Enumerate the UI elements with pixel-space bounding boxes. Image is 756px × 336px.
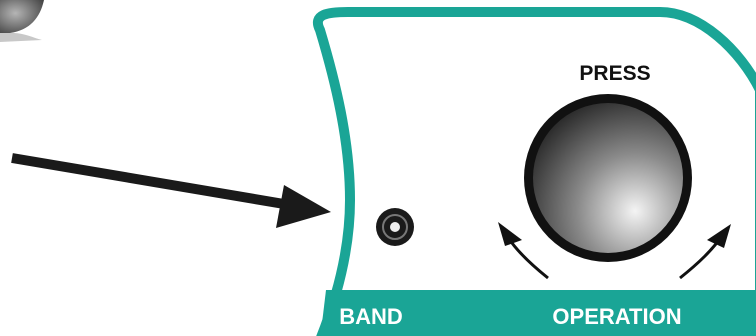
device-edge-shadow: [0, 33, 42, 42]
operation-label: OPERATION: [552, 304, 681, 329]
operation-knob[interactable]: [524, 94, 692, 262]
label-bar: [320, 290, 756, 336]
rotate-cw-arrow-icon: [679, 224, 731, 280]
band-label: BAND: [339, 304, 403, 329]
rotate-ccw-arrow-icon: [498, 222, 549, 280]
band-button[interactable]: [376, 208, 414, 246]
arrow-right-icon: [11, 153, 331, 228]
device-edge-shape: [0, 0, 44, 33]
press-label: PRESS: [579, 62, 650, 85]
